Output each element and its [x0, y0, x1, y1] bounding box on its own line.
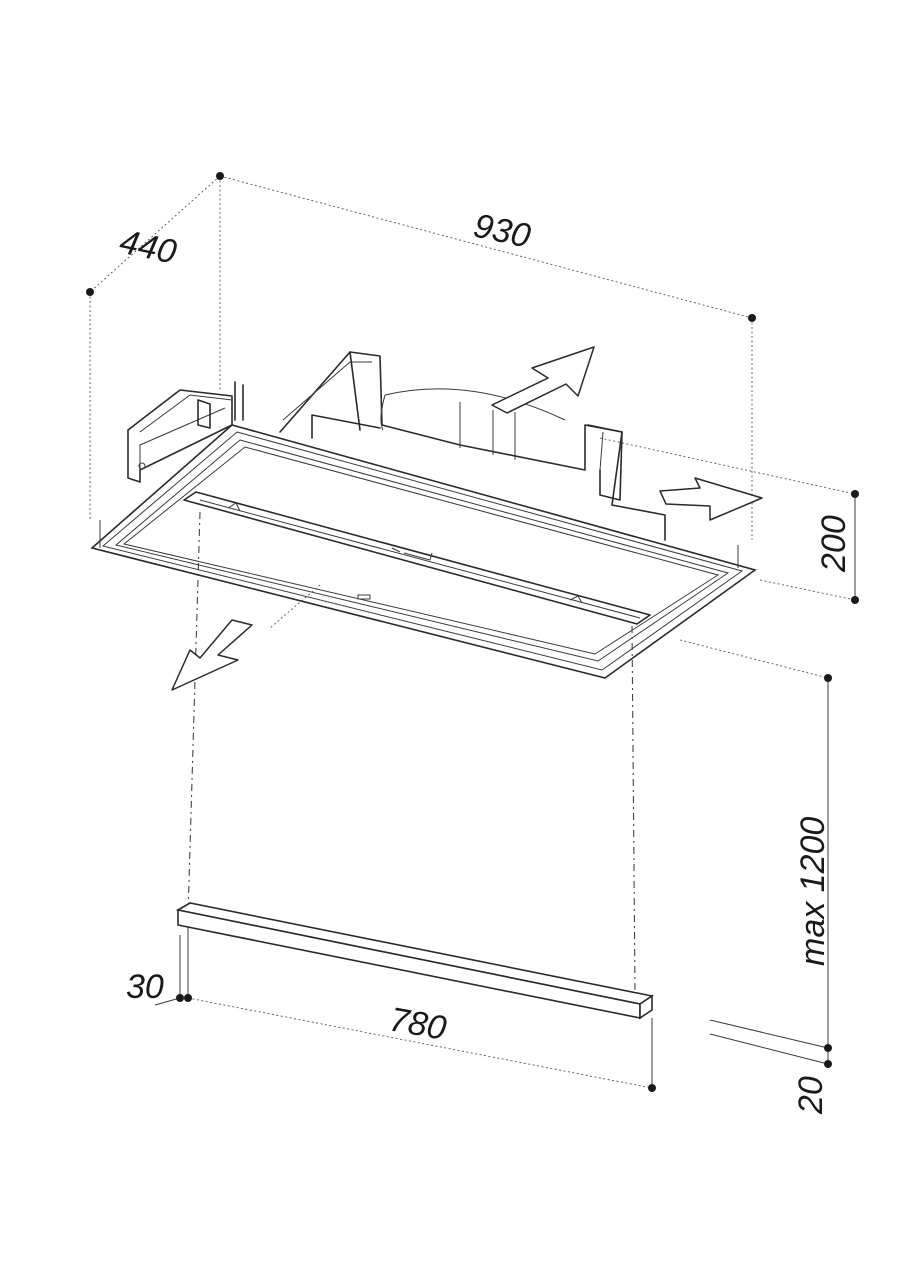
dim-label-drop: max 1200: [794, 817, 832, 966]
ceiling-panel: [90, 424, 757, 679]
suspension-lines: [187, 511, 636, 991]
airflow-arrow-down: [171, 619, 253, 691]
dim-label-bar-height: 30: [126, 968, 164, 1006]
dim-label-depth: 440: [116, 223, 179, 272]
dim-label-bar-length: 780: [387, 1000, 450, 1047]
light-bar: [175, 902, 655, 1020]
dimension-lines: [89, 175, 856, 1089]
dim-label-height: 200: [815, 515, 853, 573]
airflow-arrow-right: [659, 477, 763, 521]
dim-label-width: 930: [470, 207, 533, 256]
dimension-dots: [86, 172, 859, 1092]
hood-housing: [127, 351, 666, 541]
airflow-arrow-up: [491, 346, 595, 414]
dim-label-bar-thickness: 20: [792, 1076, 830, 1115]
